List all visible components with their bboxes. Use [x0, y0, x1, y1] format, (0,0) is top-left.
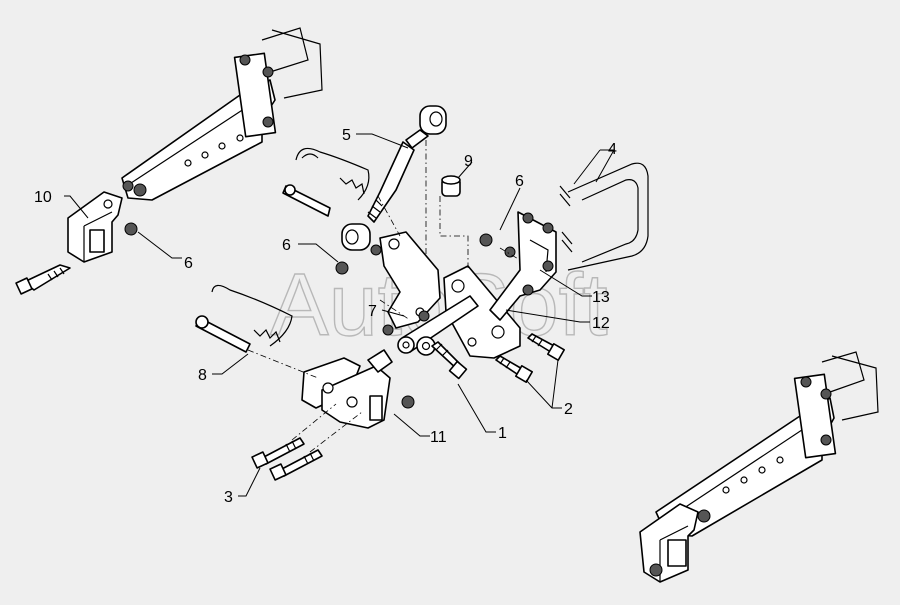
callout-8: 8	[198, 367, 207, 384]
callout-6-left: 6	[184, 255, 193, 272]
callout-10: 10	[34, 189, 52, 206]
clevis-bracket-10	[67, 191, 123, 263]
callout-11: 11	[430, 429, 447, 446]
left-lift-arm	[121, 27, 323, 201]
right-lift-arm	[639, 351, 879, 583]
bolt-3-lower	[269, 449, 323, 481]
bolt-2-lower	[495, 355, 533, 383]
callout-7: 7	[368, 303, 377, 320]
bolt-1	[431, 341, 468, 380]
clevis-bracket-11	[301, 349, 393, 429]
bolt-3-upper	[251, 437, 305, 469]
nut-6-left	[124, 222, 138, 236]
callout-1: 1	[498, 425, 507, 442]
callout-9: 9	[464, 153, 473, 170]
nut-6-right	[479, 233, 493, 247]
assembly-centerlines	[247, 140, 521, 453]
u-bolt-4	[559, 162, 649, 271]
bushing-9	[441, 175, 461, 197]
callout-4: 4	[608, 141, 617, 158]
callout-6-center: 6	[282, 237, 291, 254]
callout-2: 2	[564, 401, 573, 418]
callout-12: 12	[592, 315, 610, 332]
bolt-2-upper	[527, 333, 565, 361]
center-plate-left	[379, 231, 441, 329]
nut-center-3	[382, 324, 394, 336]
mounting-bracket-13	[489, 211, 557, 321]
bolt-left-upper	[15, 264, 71, 295]
callout-5: 5	[342, 127, 351, 144]
leader-lines	[64, 133, 615, 497]
top-link-5	[341, 105, 447, 251]
callout-labels: 10 6 5 9 4 6 6 7 13 12 8 11 1 2 3	[34, 127, 617, 506]
linch-pin-8	[195, 284, 293, 353]
callout-6-right: 6	[515, 173, 524, 190]
callout-3: 3	[224, 489, 233, 506]
callout-13: 13	[592, 289, 610, 306]
nut-11	[401, 395, 415, 409]
cross-shaft	[397, 295, 479, 356]
nut-center-2	[370, 244, 382, 256]
nut-right-2	[504, 246, 516, 258]
linch-pin-upper	[282, 147, 370, 217]
nut-6-center	[335, 261, 349, 275]
nut-7	[418, 310, 430, 322]
